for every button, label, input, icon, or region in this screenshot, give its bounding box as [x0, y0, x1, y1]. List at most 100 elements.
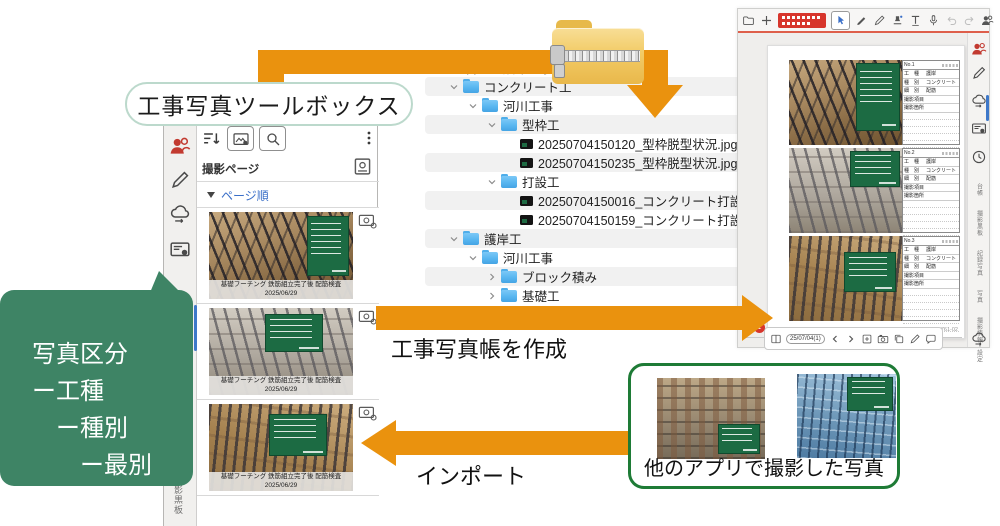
blackboard-overlay: [850, 151, 900, 187]
side-tab-vertical-label[interactable]: 撮影黒板: [173, 475, 183, 515]
pen-icon[interactable]: [909, 333, 921, 345]
people-icon[interactable]: [169, 135, 191, 157]
entry-number: No.2: [904, 150, 915, 156]
tree-chevron-icon[interactable]: [486, 119, 498, 131]
blackboard-overlay: [718, 424, 760, 454]
tree-label: 河川工事: [503, 100, 554, 114]
display-camera-icon[interactable]: [358, 405, 377, 421]
brush-icon[interactable]: [855, 14, 868, 27]
folder-icon: [501, 116, 517, 131]
redo-icon[interactable]: [963, 14, 976, 27]
tree-chevron-icon[interactable]: [486, 290, 498, 302]
table-row: 撮影項目: [903, 272, 959, 280]
vertical-tab[interactable]: 撮影黒板: [975, 210, 982, 236]
album-entry[interactable]: No.3 工 種護岸種 別コンクリート細 別配筋撮影項目撮影箇所: [768, 236, 964, 332]
tree-row[interactable]: ブロック積み: [425, 267, 741, 286]
cloud-sync-icon[interactable]: [169, 203, 191, 225]
tree-row[interactable]: 20250704150120_型枠脱型状況.jpg: [425, 134, 741, 153]
blackboard-overlay: [307, 216, 349, 276]
mic-icon[interactable]: [927, 14, 940, 27]
album-page[interactable]: No.1 工 種護岸種 別コンクリート細 別配筋撮影項目撮影箇所 No.2 工 …: [767, 45, 965, 339]
vertical-tab[interactable]: 撮影情報・設定: [975, 317, 982, 363]
table-row: 撮影箇所: [903, 104, 959, 113]
sort-list-icon[interactable]: [201, 129, 221, 149]
pen-icon[interactable]: [971, 65, 987, 81]
toolbox-toolbar: [197, 123, 379, 153]
album-entry[interactable]: No.1 工 種護岸種 別コンクリート細 別配筋撮影項目撮影箇所: [768, 60, 964, 156]
add-icon[interactable]: [760, 14, 773, 27]
tree-chevron-icon[interactable]: [448, 233, 460, 245]
tree-row[interactable]: 20250704150159_コンクリート打設状況.jpg: [425, 210, 741, 229]
chevron-right-icon[interactable]: [845, 333, 857, 345]
tree-chevron-icon[interactable]: [467, 252, 479, 264]
checkbox-row: [942, 239, 958, 243]
chevron-left-icon[interactable]: [829, 333, 841, 345]
select-tool-button[interactable]: [831, 10, 850, 30]
tree-row[interactable]: 打設工: [425, 172, 741, 191]
page-camera-icon[interactable]: [352, 156, 373, 177]
table-row-empty: [903, 222, 959, 230]
tree-label: ブロック積み: [522, 271, 598, 285]
zipper-pull: [554, 64, 565, 78]
notice-badge[interactable]: [778, 12, 826, 28]
tree-row[interactable]: 河川工事: [425, 248, 741, 267]
vertical-tab[interactable]: 記録写真: [975, 250, 982, 276]
vertical-tab[interactable]: 写真: [975, 290, 982, 303]
blackboard-overlay: [856, 63, 900, 131]
cloud-settings-icon[interactable]: [971, 331, 987, 347]
tree-row[interactable]: 河川工事: [425, 96, 741, 115]
arrow-export-head: [627, 85, 683, 118]
right-icon-rail: 台帳撮影黒板記録写真写真撮影情報・設定: [967, 33, 989, 363]
text-tool-icon[interactable]: [909, 14, 922, 27]
cloud-sync-icon[interactable]: [971, 93, 987, 109]
table-row-empty: [903, 303, 959, 311]
people-icon[interactable]: [981, 14, 994, 27]
photo-category-bubble: 写真区分 ー工種 ー種別 ー最別: [0, 271, 193, 486]
entry-info-table: No.3 工 種護岸種 別コンクリート細 別配筋撮影項目撮影箇所: [902, 236, 960, 332]
album-canvas: No.1 工 種護岸種 別コンクリート細 別配筋撮影項目撮影箇所 No.2 工 …: [738, 33, 967, 350]
folder-icon[interactable]: [742, 14, 755, 27]
tree-chevron-icon[interactable]: [448, 81, 460, 93]
display-camera-icon[interactable]: [358, 213, 377, 229]
camera-icon[interactable]: [877, 333, 889, 345]
comment-icon[interactable]: [925, 333, 937, 345]
display-camera-icon[interactable]: [358, 309, 377, 325]
add-page-icon[interactable]: [861, 333, 873, 345]
pen-icon[interactable]: [169, 169, 191, 191]
tree-row[interactable]: 護岸工: [425, 229, 741, 248]
kebab-menu-icon[interactable]: [361, 130, 377, 146]
pen-tool-icon[interactable]: [873, 14, 886, 27]
tree-row[interactable]: 型枠工: [425, 115, 741, 134]
board-view-button[interactable]: [227, 126, 254, 151]
folder-icon: [463, 78, 479, 93]
history-icon[interactable]: [971, 149, 987, 165]
tree-chevron-icon[interactable]: [486, 176, 498, 188]
search-button[interactable]: [259, 126, 286, 151]
tree-row[interactable]: 基礎工: [425, 286, 741, 305]
table-row: 撮影項目: [903, 184, 959, 192]
copy-icon[interactable]: [893, 333, 905, 345]
monitor-settings-icon[interactable]: [971, 121, 987, 137]
album-entry[interactable]: No.2 工 種護岸種 別コンクリート細 別配筋撮影項目撮影箇所: [768, 148, 964, 244]
sort-order-row[interactable]: ページ順: [197, 182, 379, 207]
vertical-tab[interactable]: 台帳: [975, 183, 982, 196]
tree-label: 河川工事: [503, 252, 554, 266]
monitor-settings-icon[interactable]: [169, 239, 191, 261]
undo-icon[interactable]: [945, 14, 958, 27]
folder-icon: [482, 97, 498, 112]
tree-row[interactable]: 20250704150235_型枠脱型状況.jpg: [425, 153, 741, 172]
people-icon[interactable]: [971, 41, 987, 57]
tree-chevron-icon[interactable]: [486, 271, 498, 283]
tree-chevron-icon[interactable]: [467, 100, 479, 112]
stamp-icon[interactable]: [891, 14, 904, 27]
tree-row[interactable]: 20250704150016_コンクリート打設状況.jpg: [425, 191, 741, 210]
date-pill[interactable]: 25/07/04(1): [786, 333, 825, 344]
